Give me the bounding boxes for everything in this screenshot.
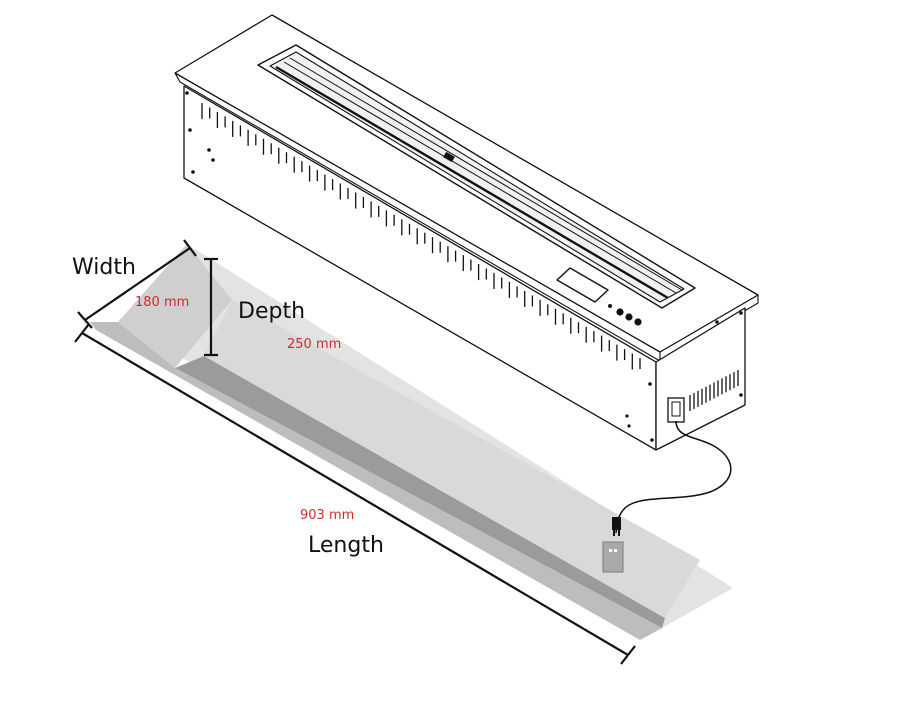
width-measurement: 180 mm xyxy=(135,295,189,310)
width-dimension-line xyxy=(77,239,197,329)
length-label: Length xyxy=(308,533,384,558)
depth-dimension-line xyxy=(204,257,218,357)
recess-left-wall xyxy=(90,322,662,640)
side-vent-slats xyxy=(689,370,739,411)
fireplace-insert xyxy=(174,14,759,451)
display-panel xyxy=(556,267,609,303)
front-vent-slats xyxy=(201,103,641,370)
recess-niche xyxy=(90,244,733,640)
length-dimension-line xyxy=(74,323,636,665)
power-cable xyxy=(615,420,732,534)
body-screws xyxy=(185,91,743,442)
control-buttons xyxy=(608,304,642,326)
depth-measurement: 250 mm xyxy=(287,337,341,352)
recess-inner-shade xyxy=(204,300,700,618)
wall-socket xyxy=(602,541,624,573)
width-label: Width xyxy=(72,255,136,280)
recess-shadow-strip xyxy=(175,356,665,628)
power-plug xyxy=(612,517,621,536)
depth-label: Depth xyxy=(238,299,305,324)
recess-back-wall xyxy=(118,244,232,368)
length-measurement: 903 mm xyxy=(300,508,354,523)
power-inlet xyxy=(667,397,685,423)
